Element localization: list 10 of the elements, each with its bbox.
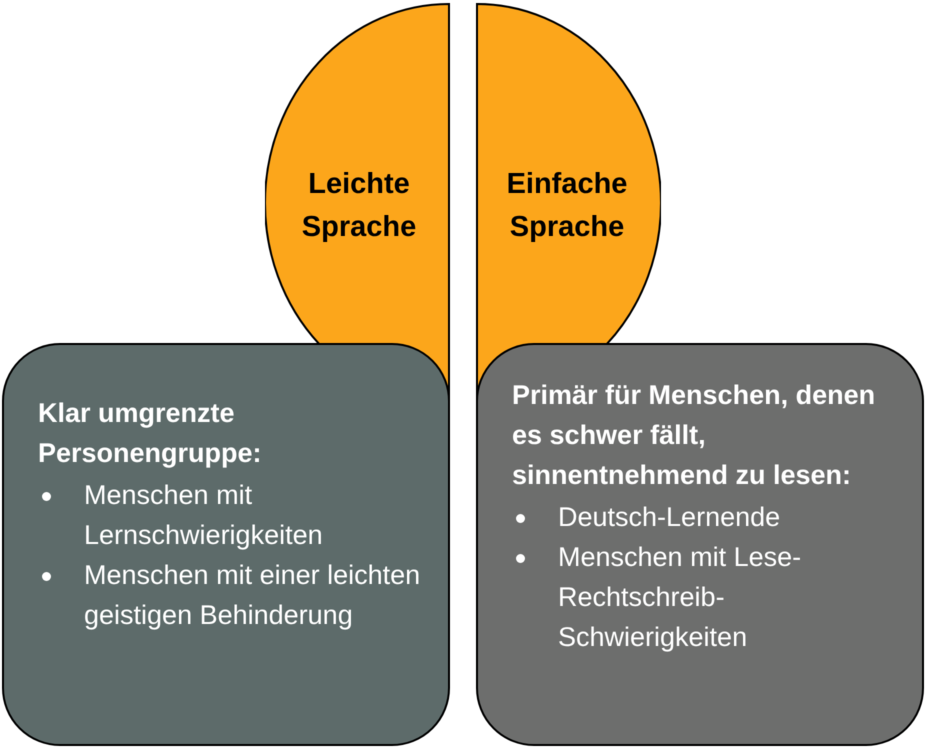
info-card [476, 343, 924, 746]
bullet-text: Menschen mit einer leichten geistigen Behinderung [84, 559, 422, 632]
circle-label: Einfache Sprache [506, 167, 628, 245]
bullet-text: Menschen mit Lernschwierigkeiten [84, 479, 324, 552]
card-heading: Primär für Menschen, denen es schwer fällt, sinnentnehmend zu lesen: [512, 379, 876, 492]
circle-label: Leichte Sprache [300, 167, 418, 245]
card-heading: Klar umgrenzte Personengruppe: [38, 397, 263, 470]
info-card [2, 343, 450, 746]
bullet-text: Menschen mit Lese-Rechtschreib-Schwierigkeiten [558, 541, 802, 654]
bullet-text: Deutsch-Lernende [558, 501, 782, 534]
